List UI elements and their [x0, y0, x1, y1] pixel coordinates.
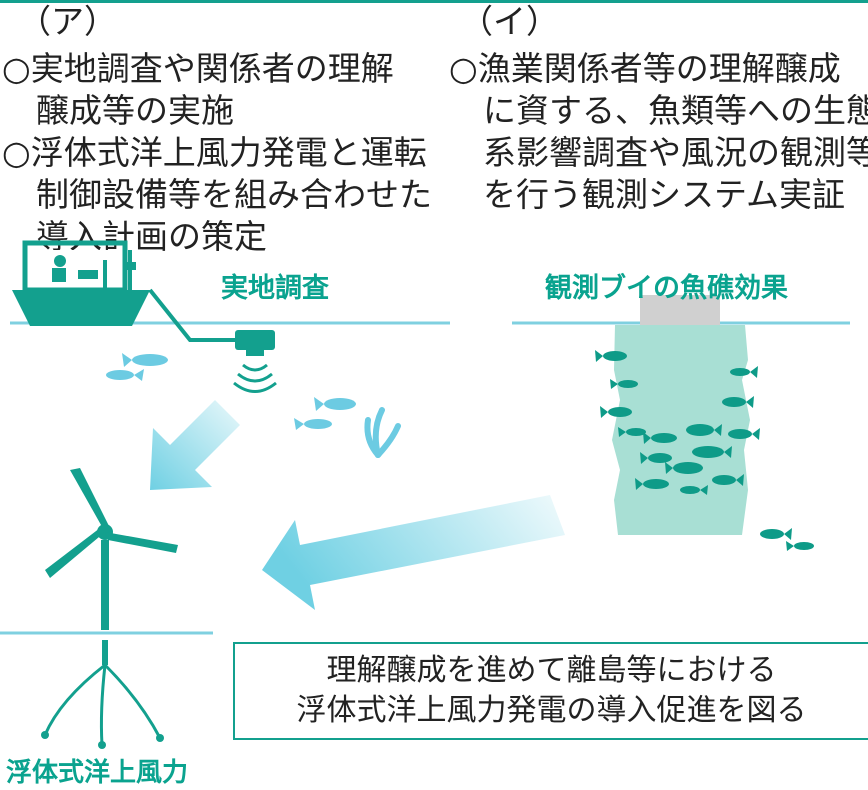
summary-line1: 理解醸成を進めて離島等における [326, 653, 777, 688]
summary-line2: 浮体式洋上風力発電の導入促進を図る [296, 693, 807, 728]
left-item-2-line2: 制御設備等を組み合わせた [36, 175, 432, 214]
fish-icon [122, 353, 168, 367]
right-item-1-line1: ○漁業関係者等の理解醸成 [449, 49, 841, 88]
fish-icon [686, 424, 722, 436]
fish-icon [610, 379, 638, 389]
fish-school [595, 350, 814, 551]
left-item-2-line3: 導入計画の策定 [36, 217, 267, 256]
fish-icon [692, 446, 732, 458]
sonar-icon [233, 330, 277, 393]
fish-icon [294, 418, 332, 430]
right-item-1-line2: に資する、魚類等への生態 [483, 91, 868, 130]
fish-icon [643, 432, 677, 444]
floating-wind-label: 浮体式洋上風力 [6, 758, 189, 788]
arrow-left [262, 495, 565, 610]
fish-icon [314, 397, 356, 411]
fish-icon [600, 406, 632, 418]
left-item-1-line1: ○実地調査や関係者の理解 [2, 49, 394, 88]
fish-icon [722, 396, 754, 408]
fish-icon [728, 428, 760, 440]
top-rule [0, 0, 868, 3]
right-column-label: （イ） [460, 2, 559, 41]
right-item-1-line3: 系影響調査や風況の観測等 [483, 133, 868, 172]
fish-icon [106, 369, 144, 381]
left-item-1-line2: 醸成等の実施 [36, 91, 234, 130]
fish-icon [595, 350, 627, 362]
fish-icon [618, 427, 646, 437]
fish-icon [665, 462, 703, 474]
arrow-down-left [150, 400, 240, 490]
right-item-1-line4: を行う観測システム実証 [483, 175, 846, 214]
fish-icon [712, 474, 744, 486]
survey-label: 実地調査 [221, 273, 329, 304]
summary-box: 理解醸成を進めて離島等における 浮体式洋上風力発電の導入促進を図る [233, 642, 868, 740]
fish-icon [640, 452, 672, 464]
fish-icon [786, 541, 814, 551]
fish-icon [760, 528, 792, 540]
left-column-label: （ア） [18, 2, 117, 41]
seaweed-icon [364, 407, 401, 458]
buoy-icon [612, 295, 750, 535]
survey-boat-icon [12, 240, 240, 342]
wind-turbine-icon [41, 468, 178, 749]
fish-icon [635, 478, 669, 490]
fish-group-left [106, 353, 356, 430]
fish-icon [680, 485, 708, 495]
left-item-2-line1: ○浮体式洋上風力発電と運転 [2, 133, 427, 172]
buoy-label: 観測ブイの魚礁効果 [545, 273, 788, 304]
fish-icon [730, 366, 758, 378]
